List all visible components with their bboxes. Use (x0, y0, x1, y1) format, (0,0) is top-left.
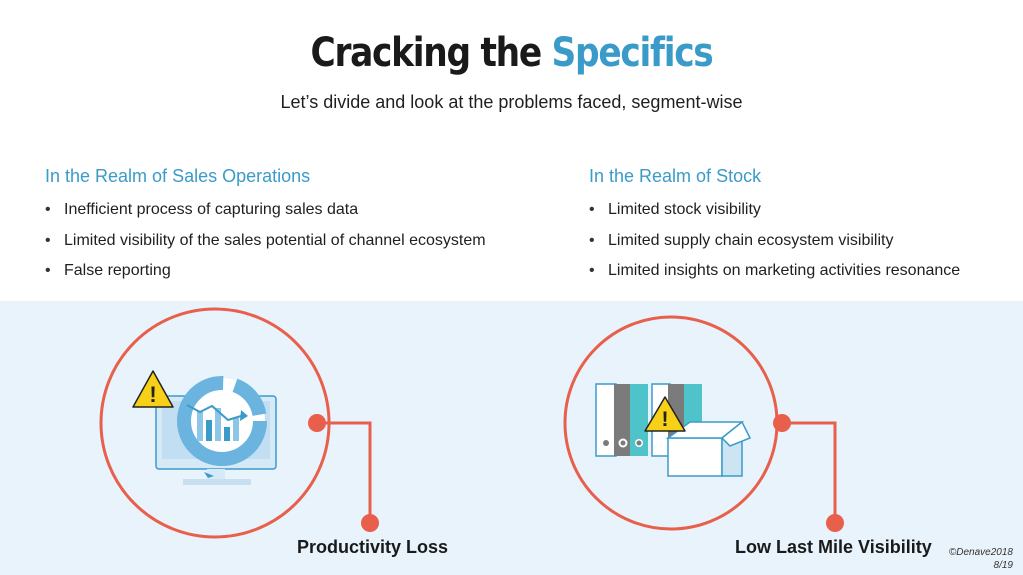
copyright-text: ©Denave2018 (948, 547, 1013, 558)
last-mile-caption: Low Last Mile Visibility (735, 537, 932, 557)
footer: ©Denave2018 8/19 (949, 546, 1013, 572)
slide-title: Cracking the Specifics (72, 30, 952, 76)
list-item: Limited stock visibility (589, 195, 1019, 226)
stock-heading: In the Realm of Stock (589, 166, 762, 186)
warning-mark: ! (149, 382, 156, 407)
list-item: False reporting (45, 256, 545, 287)
list-item: Inefficient process of capturing sales d… (45, 195, 545, 226)
illustration-layer: ! (99, 307, 844, 539)
stock-section: In the Realm of Stock Limited stock visi… (589, 166, 1019, 287)
sales-operations-section: In the Realm of Sales Operations Ineffic… (45, 166, 545, 287)
sales-operations-heading: In the Realm of Sales Operations (45, 166, 311, 186)
list-item: Limited insights on marketing activities… (589, 256, 1019, 287)
last-mile-graphic: ! (563, 315, 844, 532)
warning-icon: ! (644, 396, 686, 432)
productivity-loss-caption: Productivity Loss (297, 537, 449, 557)
title-accent: Specifics (551, 30, 714, 76)
list-item: Limited supply chain ecosystem visibilit… (589, 226, 1019, 257)
right-connector (773, 414, 844, 532)
stock-list: Limited stock visibility Limited supply … (589, 195, 1019, 287)
analytics-ring-icon (177, 376, 267, 466)
sales-operations-list: Inefficient process of capturing sales d… (45, 195, 545, 287)
left-connector (308, 414, 379, 532)
productivity-loss-graphic: ! (99, 307, 379, 539)
box-icon (665, 420, 752, 477)
warning-icon: ! (132, 370, 174, 408)
warning-mark: ! (662, 408, 669, 431)
page-number: 8/19 (993, 560, 1013, 571)
title-main: Cracking the (310, 30, 552, 76)
slide-subtitle: Let’s divide and look at the problems fa… (280, 92, 743, 112)
list-item: Limited visibility of the sales potentia… (45, 226, 545, 257)
